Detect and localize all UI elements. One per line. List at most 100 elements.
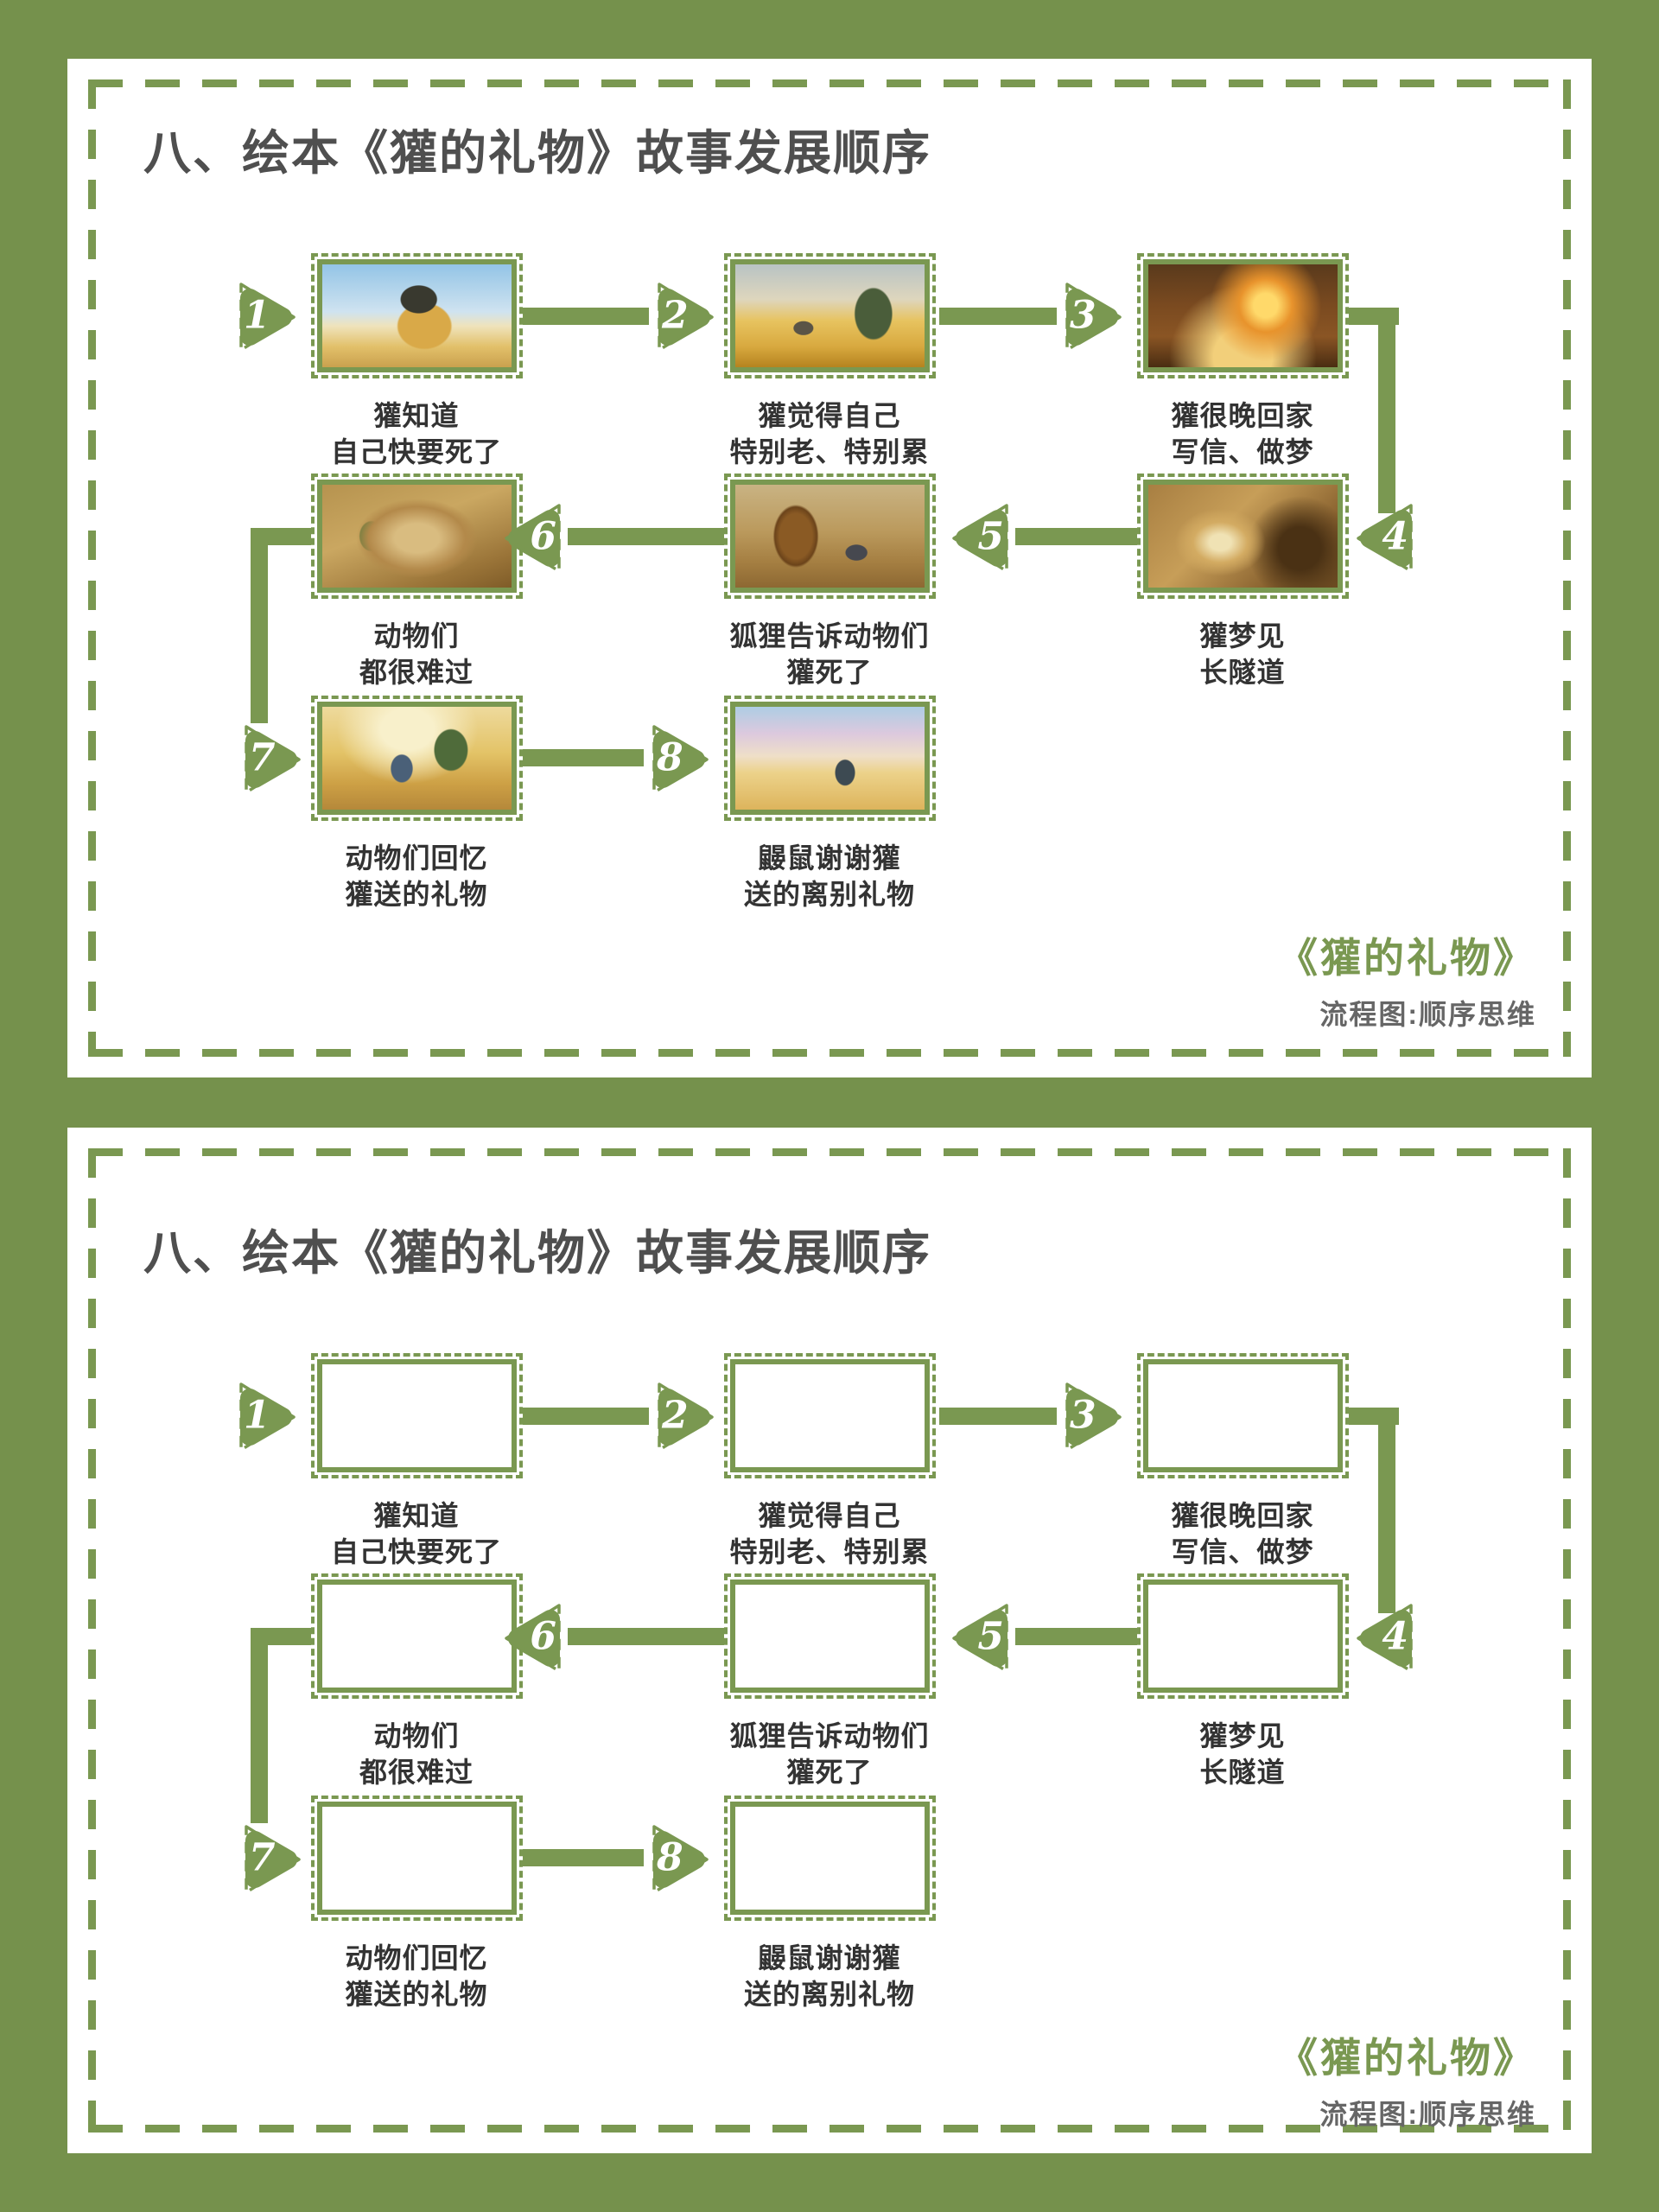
step-6-answer-box: [311, 1573, 523, 1699]
step-7-blank: [322, 1807, 512, 1910]
step-2-picture-frame: [724, 253, 936, 378]
step-6-picture-frame: [311, 474, 523, 599]
step-8-answer-box: [724, 1796, 936, 1921]
card-title: 八、绘本《獾的礼物》故事发展顺序: [143, 126, 932, 180]
step-2-blank: [735, 1364, 925, 1467]
flowchart-area: 八、绘本《獾的礼物》故事发展顺序: [67, 59, 1592, 1077]
step-4-number-badge: 4: [1354, 1599, 1421, 1678]
step-5-caption: 狐狸告诉动物们獾死了: [729, 1720, 930, 1788]
connector-2-3: [939, 1408, 1057, 1425]
step-8-number-badge: 8: [644, 1820, 711, 1899]
step-4-answer-box: [1137, 1573, 1349, 1699]
step-2-image: [735, 264, 925, 367]
step-number: 7: [249, 735, 276, 780]
step-5-number-badge: 5: [950, 1599, 1017, 1678]
step-3-picture-frame: [1137, 253, 1349, 378]
step-4-blank: [1148, 1585, 1338, 1688]
step-5-caption: 狐狸告诉动物们獾死了: [729, 620, 930, 688]
connector-6-7-vertical: [251, 1637, 268, 1823]
connector-2-3: [939, 308, 1057, 325]
book-title: 《獾的礼物》: [1277, 935, 1536, 981]
step-4-number-badge: 4: [1354, 499, 1421, 578]
connector-7-8: [523, 749, 644, 766]
step-number: 5: [977, 1614, 1004, 1659]
step-7-picture-frame: [311, 696, 523, 821]
card-footer: 《獾的礼物》 流程图:顺序思维: [1277, 925, 1536, 1033]
step-4-image: [1148, 485, 1338, 588]
connector-4-5: [1015, 1628, 1137, 1645]
step-3-number-badge: 3: [1057, 277, 1124, 357]
step-4-caption: 獾梦见长隧道: [1199, 620, 1286, 688]
card-footer: 《獾的礼物》 流程图:顺序思维: [1277, 2024, 1536, 2133]
step-number: 7: [249, 1835, 276, 1880]
step-6-number-badge: 6: [502, 499, 569, 578]
book-title: 《獾的礼物》: [1277, 2035, 1536, 2081]
step-3-caption: 獾很晚回家写信、做梦: [1171, 1500, 1314, 1567]
step-number: 1: [244, 1393, 270, 1438]
step-8-caption: 鼹鼠谢谢獾送的离别礼物: [743, 1942, 915, 2010]
step-1-answer-box: [311, 1353, 523, 1478]
connector-3-4-vertical: [1378, 308, 1395, 513]
step-6-caption: 动物们都很难过: [359, 620, 474, 688]
step-5-answer-box: [724, 1573, 936, 1699]
step-2-caption: 獾觉得自己特别老、特别累: [729, 1500, 930, 1567]
step-1-picture-frame: [311, 253, 523, 378]
step-1-caption: 獾知道自己快要死了: [330, 400, 502, 467]
step-6-caption: 动物们都很难过: [359, 1720, 474, 1788]
connector-7-8: [523, 1849, 644, 1866]
step-1-number-badge: 1: [231, 277, 298, 357]
step-3-caption: 獾很晚回家写信、做梦: [1171, 400, 1314, 467]
step-number: 3: [1070, 293, 1096, 338]
step-7-image: [322, 707, 512, 810]
step-3-answer-box: [1137, 1353, 1349, 1478]
step-5-image: [735, 485, 925, 588]
connector-6-7-vertical: [251, 537, 268, 723]
step-6-blank: [322, 1585, 512, 1688]
step-7-caption: 动物们回忆獾送的礼物: [345, 1942, 488, 2010]
connector-5-6: [568, 1628, 724, 1645]
step-number: 6: [530, 514, 556, 559]
step-8-number-badge: 8: [644, 720, 711, 799]
step-number: 4: [1382, 1614, 1408, 1659]
flowchart-area: 八、绘本《獾的礼物》故事发展顺序: [67, 1159, 1592, 2153]
step-1-number-badge: 1: [231, 1377, 298, 1457]
step-number: 3: [1070, 1393, 1096, 1438]
flowchart-card-blank: 八、绘本《獾的礼物》故事发展顺序: [67, 1128, 1592, 2153]
step-8-picture-frame: [724, 696, 936, 821]
connector-3-4-vertical: [1378, 1408, 1395, 1613]
step-6-image: [322, 485, 512, 588]
step-1-blank: [322, 1364, 512, 1467]
step-number: 2: [662, 293, 689, 338]
step-number: 1: [244, 293, 270, 338]
step-7-number-badge: 7: [236, 720, 303, 799]
step-8-caption: 鼹鼠谢谢獾送的离别礼物: [743, 842, 915, 910]
step-number: 2: [662, 1393, 689, 1438]
step-number: 4: [1382, 514, 1408, 559]
step-5-picture-frame: [724, 474, 936, 599]
flowchart-card-illustrated: 八、绘本《獾的礼物》故事发展顺序: [67, 59, 1592, 1077]
step-8-blank: [735, 1807, 925, 1910]
step-2-answer-box: [724, 1353, 936, 1478]
step-4-picture-frame: [1137, 474, 1349, 599]
step-5-blank: [735, 1585, 925, 1688]
connector-1-2: [523, 1408, 649, 1425]
step-7-caption: 动物们回忆獾送的礼物: [345, 842, 488, 910]
step-3-blank: [1148, 1364, 1338, 1467]
step-2-caption: 獾觉得自己特别老、特别累: [729, 400, 930, 467]
step-number: 5: [977, 514, 1004, 559]
step-8-image: [735, 707, 925, 810]
connector-5-6: [568, 528, 724, 545]
step-5-number-badge: 5: [950, 499, 1017, 578]
connector-4-5: [1015, 528, 1137, 545]
card-title: 八、绘本《獾的礼物》故事发展顺序: [143, 1226, 932, 1280]
flowchart-type-label: 流程图:顺序思维: [1319, 999, 1536, 1030]
step-6-number-badge: 6: [502, 1599, 569, 1678]
flowchart-type-label: 流程图:顺序思维: [1319, 2099, 1536, 2130]
step-2-number-badge: 2: [649, 1377, 716, 1457]
step-number: 8: [657, 735, 683, 780]
step-7-answer-box: [311, 1796, 523, 1921]
step-1-image: [322, 264, 512, 367]
step-1-caption: 獾知道自己快要死了: [330, 1500, 502, 1567]
step-3-number-badge: 3: [1057, 1377, 1124, 1457]
